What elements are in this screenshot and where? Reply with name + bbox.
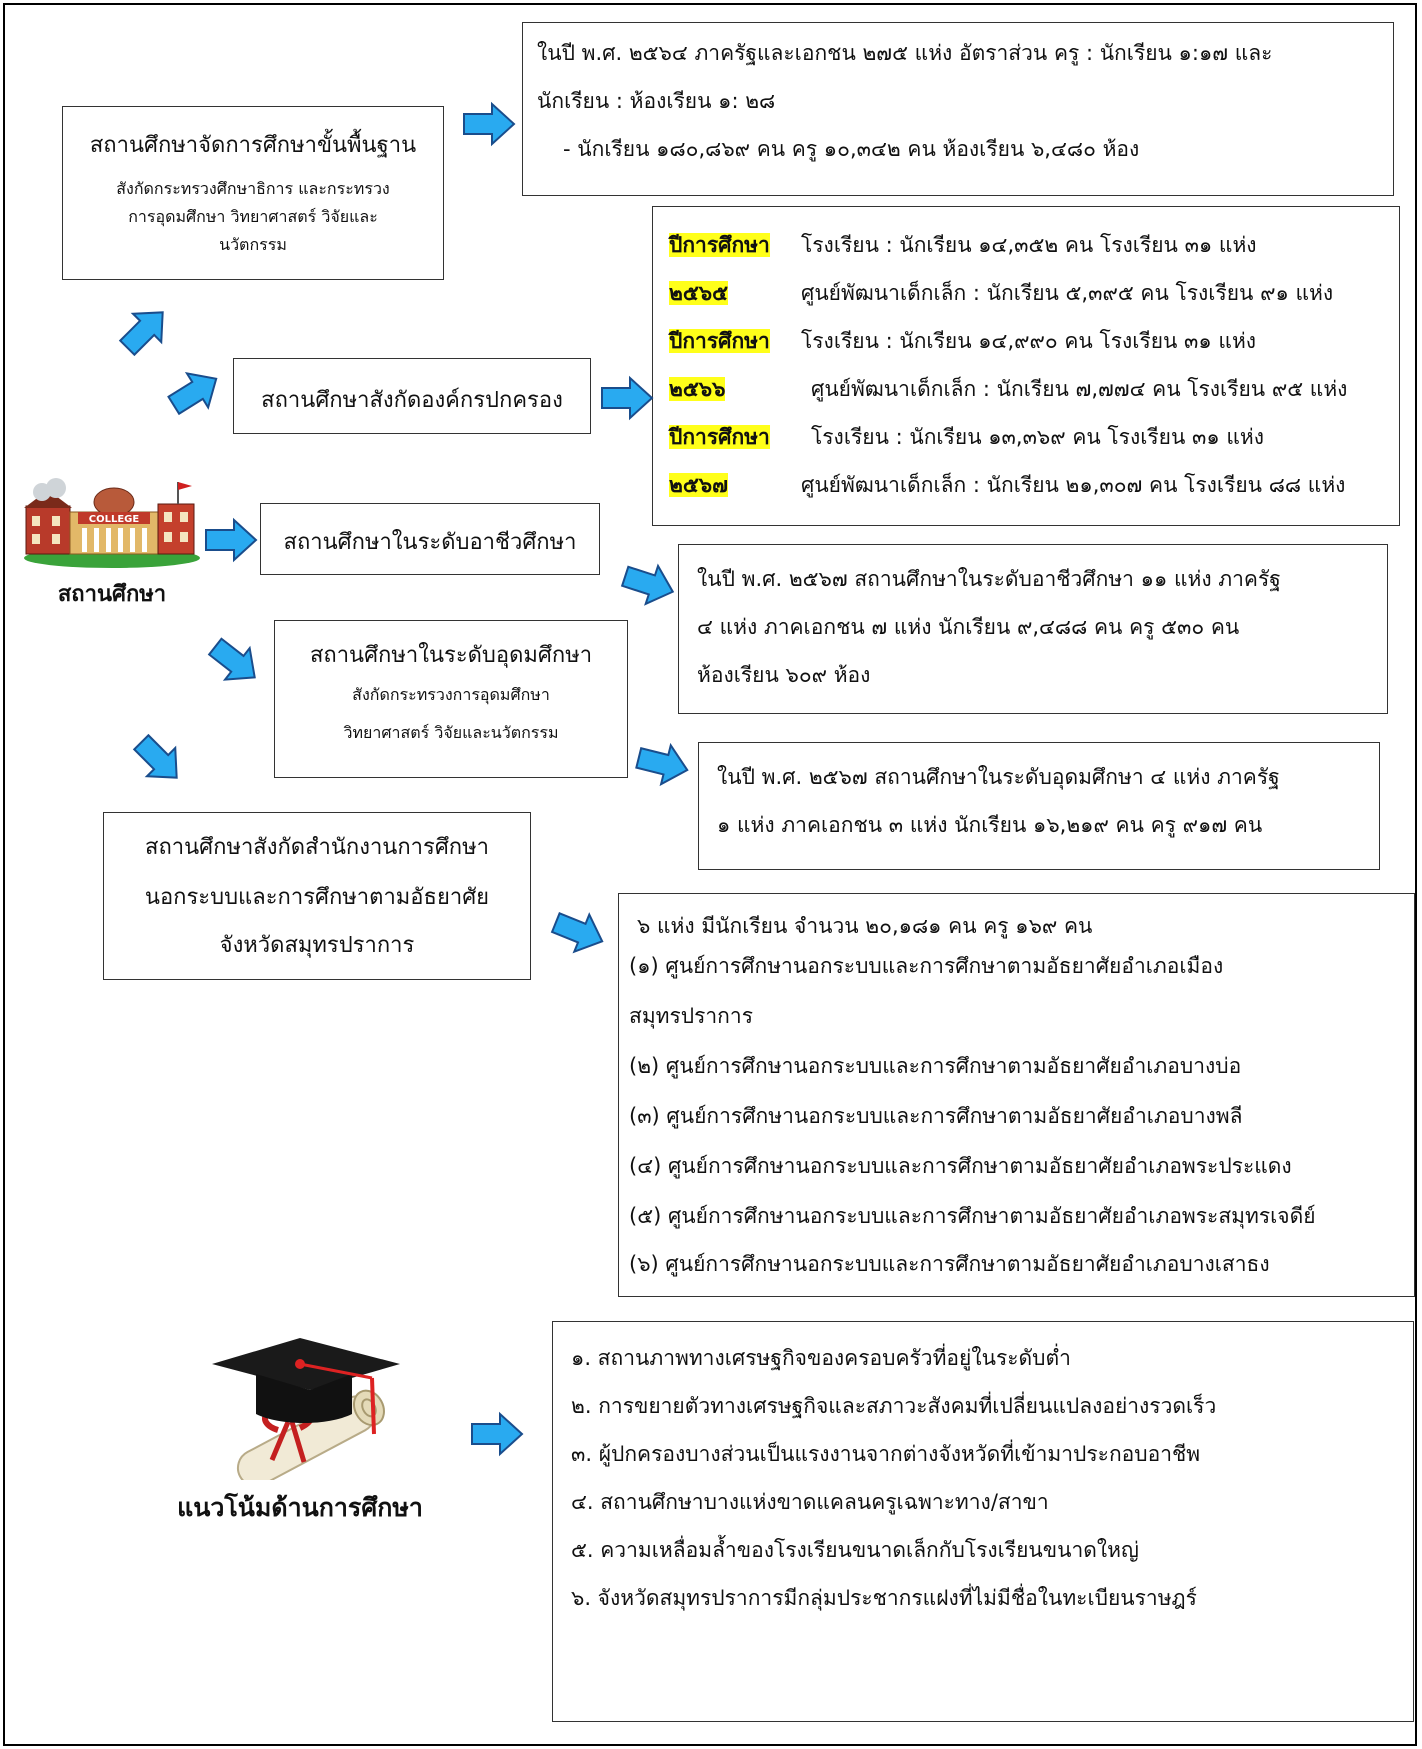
nonformal-detail-1: (๑) ศูนย์การศึกษานอกระบบและการศึกษาตามอั… xyxy=(629,954,1224,978)
vocational-detail-3: ห้องเรียน ๖๐๙ ห้อง xyxy=(697,663,871,687)
year-value-1: ๒๕๖๕ xyxy=(669,281,728,305)
trend-item-3: ๓. ผู้ปกครองบางส่วนเป็นแรงงานจากต่างจังห… xyxy=(571,1442,1201,1466)
higher-education-sub-2: วิทยาศาสตร์ วิจัยและนวัตกรรม xyxy=(343,723,559,742)
local-government-detail-box: ปีการศึกษา โรงเรียน : นักเรียน ๑๔,๓๕๒ คน… xyxy=(652,206,1400,526)
trend-item-6: ๖. จังหวัดสมุทรปราการมีกลุ่มประชากรแฝงที… xyxy=(571,1586,1197,1610)
vocational-title: สถานศึกษาในระดับอาชีวศึกษา xyxy=(283,530,577,555)
vocational-box: สถานศึกษาในระดับอาชีวศึกษา xyxy=(260,503,600,575)
higher-education-title: สถานศึกษาในระดับอุดมศึกษา xyxy=(309,643,593,668)
higher-education-sub-1: สังกัดกระทรวงการอุดมศึกษา xyxy=(352,685,550,704)
vocational-detail-box: ในปี พ.ศ. ๒๕๖๗ สถานศึกษาในระดับอาชีวศึกษ… xyxy=(678,544,1388,714)
graduation-cap-diploma-icon xyxy=(200,1330,410,1487)
basic-education-sub-2: การอุดมศึกษา วิทยาศาสตร์ วิจัยและ xyxy=(128,207,378,226)
year-label-1: ปีการศึกษา xyxy=(669,233,770,257)
year-2-school: โรงเรียน : นักเรียน ๑๔,๙๙๐ คน โรงเรียน ๓… xyxy=(801,329,1257,353)
nonformal-title-2: นอกระบบและการศึกษาตามอัธยาศัย xyxy=(144,885,490,910)
year-3-school: โรงเรียน : นักเรียน ๑๓,๓๖๙ คน โรงเรียน ๓… xyxy=(811,425,1264,449)
higher-education-detail-1: ในปี พ.ศ. ๒๕๖๗ สถานศึกษาในระดับอุดมศึกษา… xyxy=(717,765,1280,789)
vocational-detail-2: ๔ แห่ง ภาคเอกชน ๗ แห่ง นักเรียน ๙,๔๘๘ คน… xyxy=(697,615,1240,639)
nonformal-detail-2: สมุทรปราการ xyxy=(629,1004,753,1028)
nonformal-detail-6: (๕) ศูนย์การศึกษานอกระบบและการศึกษาตามอั… xyxy=(629,1204,1316,1228)
arrow-down-right-icon xyxy=(207,637,256,681)
local-government-box: สถานศึกษาสังกัดองค์กรปกครอง xyxy=(233,358,591,434)
basic-education-sub-3: นวัตกรรม xyxy=(219,235,287,254)
arrow-up-right-icon xyxy=(167,372,218,416)
nonformal-detail-4: (๓) ศูนย์การศึกษานอกระบบและการศึกษาตามอั… xyxy=(629,1104,1243,1128)
arrow-right-icon xyxy=(463,101,516,147)
year-3-center: ศูนย์พัฒนาเด็กเล็ก : นักเรียน ๒๑,๓๐๗ คน … xyxy=(801,473,1346,497)
basic-education-box: สถานศึกษาจัดการศึกษาขั้นพื้นฐาน สังกัดกร… xyxy=(62,106,444,280)
trends-label: แนวโน้มด้านการศึกษา xyxy=(177,1493,423,1522)
nonformal-detail-0: ๖ แห่ง มีนักเรียน จำนวน ๒๐,๑๘๑ คน ครู ๑๖… xyxy=(637,914,1093,938)
arrow-down-right-icon xyxy=(635,742,689,787)
trend-item-5: ๕. ความเหลื่อมล้ำของโรงเรียนขนาดเล็กกับโ… xyxy=(571,1538,1139,1562)
basic-education-detail-1: ในปี พ.ศ. ๒๕๖๔ ภาครัฐและเอกชน ๒๗๕ แห่ง อ… xyxy=(537,41,1273,65)
arrow-up-right-icon xyxy=(118,311,164,357)
basic-education-sub-1: สังกัดกระทรวงศึกษาธิการ และกระทรวง xyxy=(116,179,390,198)
college-building-icon: COLLEGE xyxy=(22,476,202,568)
year-label-2: ปีการศึกษา xyxy=(669,329,770,353)
year-1-school: โรงเรียน : นักเรียน ๑๔,๓๕๒ คน โรงเรียน ๓… xyxy=(801,233,1257,257)
center-label: สถานศึกษา xyxy=(57,582,167,607)
year-label-3: ปีการศึกษา xyxy=(669,425,770,449)
year-2-center: ศูนย์พัฒนาเด็กเล็ก : นักเรียน ๗,๗๗๔ คน โ… xyxy=(811,377,1348,401)
arrow-down-right-icon xyxy=(550,912,604,954)
higher-education-box: สถานศึกษาในระดับอุดมศึกษา สังกัดกระทรวงก… xyxy=(274,620,628,778)
nonformal-detail-3: (๒) ศูนย์การศึกษานอกระบบและการศึกษาตามอั… xyxy=(629,1054,1242,1078)
nonformal-box: สถานศึกษาสังกัดสำนักงานการศึกษา นอกระบบแ… xyxy=(103,812,531,980)
arrow-down-right-icon xyxy=(620,563,675,606)
higher-education-detail-2: ๑ แห่ง ภาคเอกชน ๓ แห่ง นักเรียน ๑๖,๒๑๙ ค… xyxy=(717,813,1263,837)
year-1-center: ศูนย์พัฒนาเด็กเล็ก : นักเรียน ๕,๓๙๕ คน โ… xyxy=(801,281,1334,305)
vocational-detail-1: ในปี พ.ศ. ๒๕๖๗ สถานศึกษาในระดับอาชีวศึกษ… xyxy=(697,567,1281,591)
nonformal-detail-7: (๖) ศูนย์การศึกษานอกระบบและการศึกษาตามอั… xyxy=(629,1252,1270,1276)
nonformal-detail-5: (๔) ศูนย์การศึกษานอกระบบและการศึกษาตามอั… xyxy=(629,1154,1292,1178)
nonformal-title-3: จังหวัดสมุทรปราการ xyxy=(219,933,415,958)
local-government-title: สถานศึกษาสังกัดองค์กรปกครอง xyxy=(261,388,563,413)
arrow-right-icon xyxy=(471,1411,524,1457)
trends-box: ๑. สถานภาพทางเศรษฐกิจของครอบครัวที่อยู่ใ… xyxy=(552,1321,1414,1722)
trend-item-1: ๑. สถานภาพทางเศรษฐกิจของครอบครัวที่อยู่ใ… xyxy=(571,1346,1071,1370)
year-value-3: ๒๕๖๗ xyxy=(669,473,728,497)
trend-item-2: ๒. การขยายตัวทางเศรษฐกิจและสภาวะสังคมที่… xyxy=(571,1394,1217,1418)
trend-item-4: ๔. สถานศึกษาบางแห่งขาดแคลนครูเฉพาะทาง/สา… xyxy=(571,1490,1049,1514)
basic-education-detail-3: - นักเรียน ๑๘๐,๘๖๙ คน ครู ๑๐,๓๔๒ คน ห้อง… xyxy=(563,137,1140,161)
arrow-down-right-icon xyxy=(132,733,178,779)
arrow-right-icon xyxy=(205,517,258,563)
year-value-2: ๒๕๖๖ xyxy=(669,377,726,401)
college-sign-label: COLLEGE xyxy=(89,514,140,525)
higher-education-detail-box: ในปี พ.ศ. ๒๕๖๗ สถานศึกษาในระดับอุดมศึกษา… xyxy=(698,742,1380,870)
nonformal-detail-box: ๖ แห่ง มีนักเรียน จำนวน ๒๐,๑๘๑ คน ครู ๑๖… xyxy=(618,893,1415,1297)
nonformal-title-1: สถานศึกษาสังกัดสำนักงานการศึกษา xyxy=(145,835,489,860)
page-frame xyxy=(3,3,1417,1746)
basic-education-detail-2: นักเรียน : ห้องเรียน ๑: ๒๘ xyxy=(537,89,776,113)
arrow-right-icon xyxy=(601,375,654,421)
basic-education-detail-box: ในปี พ.ศ. ๒๕๖๔ ภาครัฐและเอกชน ๒๗๕ แห่ง อ… xyxy=(522,22,1394,196)
basic-education-title: สถานศึกษาจัดการศึกษาขั้นพื้นฐาน xyxy=(89,133,417,158)
